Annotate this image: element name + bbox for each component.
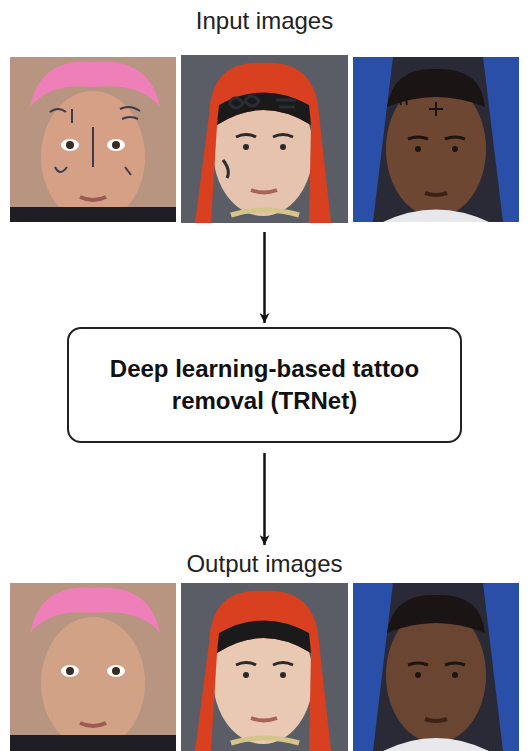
output-photo: [353, 583, 519, 751]
image-group: Output images: [0, 549, 529, 751]
image-group: Input images: [0, 6, 529, 222]
group-heading: Input images: [190, 6, 339, 36]
box-label: Deep learning-based tattoo removal (TRNe…: [69, 353, 460, 417]
flow-arrow: [263, 453, 266, 545]
input-photo: [353, 57, 519, 222]
input-photo: [181, 55, 348, 223]
group-heading: Output images: [180, 549, 348, 579]
output-photo: [10, 583, 176, 751]
input-photo: [10, 57, 176, 222]
process-box: Deep learning-based tattoo removal (TRNe…: [67, 327, 462, 443]
flow-arrow: [263, 232, 266, 323]
output-photo: [181, 583, 348, 751]
